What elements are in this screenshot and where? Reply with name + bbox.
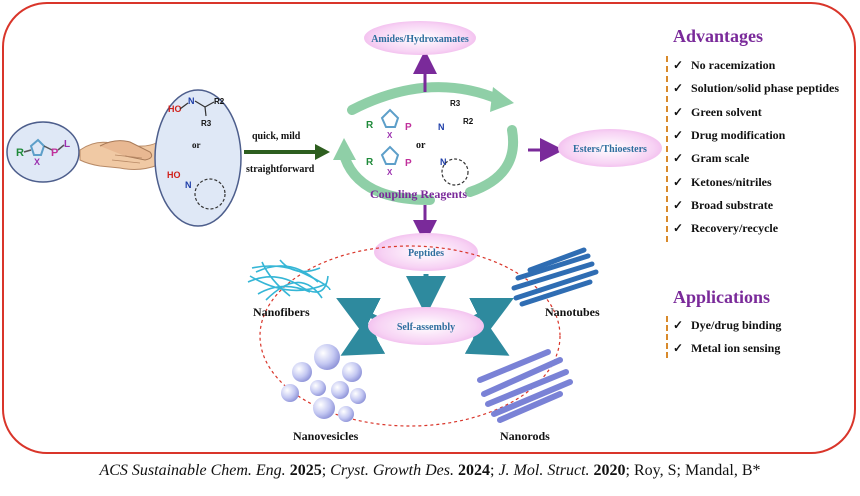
cr1-r3: R3 xyxy=(450,99,461,108)
nanofibers-label: Nanofibers xyxy=(253,305,310,319)
check-icon: ✓ xyxy=(673,81,684,96)
self-assembly-oval: Self-assembly xyxy=(368,307,484,345)
advantages-item: ✓ Green solvent xyxy=(673,101,839,124)
nanotubes-label: Nanotubes xyxy=(545,305,600,319)
r2-label: R2 xyxy=(214,97,225,106)
cr2-n: N xyxy=(440,157,447,167)
nanofibers-image xyxy=(247,259,331,301)
nanovesicles-label: Nanovesicles xyxy=(293,429,359,443)
oxime-or-label: or xyxy=(192,140,201,150)
applications-item: ✓ Metal ion sensing xyxy=(673,337,781,360)
cr1-r2: R2 xyxy=(463,117,474,126)
year-3: 2020 xyxy=(593,462,626,479)
authors: ; Roy, S; Mandal, B* xyxy=(625,462,761,479)
applications-item-label: Metal ion sensing xyxy=(691,341,781,356)
journal-1: ACS Sustainable Chem. Eng. xyxy=(99,462,286,479)
nanovesicles-image xyxy=(281,344,366,422)
advantages-item-label: Green solvent xyxy=(691,104,762,119)
check-icon: ✓ xyxy=(673,58,684,73)
advantages-bracket xyxy=(666,56,668,242)
check-icon: ✓ xyxy=(673,197,684,212)
p-label: P xyxy=(51,147,58,159)
oxime-reagent: HO N R2 R3 or HO N xyxy=(154,89,242,227)
cr1-x: X xyxy=(387,131,393,140)
citation: ACS Sustainable Chem. Eng. 2025; Cryst. … xyxy=(99,462,761,479)
arrow-to-rods xyxy=(464,318,510,356)
arrow-to-vesicles xyxy=(340,318,386,356)
self-assembly-label: Self-assembly xyxy=(397,322,455,333)
heterocycle-ring xyxy=(29,138,46,156)
advantages-item: ✓ Broad substrate xyxy=(673,194,839,217)
cr1-n: N xyxy=(438,122,445,132)
esters-label: Esters/Thioesters xyxy=(573,144,647,155)
advantages-item-label: Broad substrate xyxy=(691,197,774,212)
cr2-r: R xyxy=(366,157,374,168)
advantages-item: ✓ No racemization xyxy=(673,54,839,77)
amides-label: Amides/Hydroxamates xyxy=(371,34,469,45)
coupling-structures: R X P N R3 R2 or R X P N Coupling Reagen… xyxy=(366,99,474,201)
advantages-item-label: Gram scale xyxy=(691,151,750,166)
applications-item: ✓ Dye/drug binding xyxy=(673,314,781,337)
advantages-list: ✓ No racemization ✓ Solution/solid phase pe… xyxy=(673,54,839,240)
advantages-item: ✓ Gram scale xyxy=(673,147,839,170)
peptides-oval: Peptides xyxy=(374,233,478,271)
amides-oval: Amides/Hydroxamates xyxy=(364,21,476,55)
advantages-item: ✓ Ketones/nitriles xyxy=(673,170,839,193)
l-label: L xyxy=(64,139,70,150)
arrow-label-bottom: straightforward xyxy=(246,164,315,175)
nanotubes-image xyxy=(511,247,599,307)
applications-item-label: Dye/drug binding xyxy=(691,318,782,333)
coupling-cycle xyxy=(333,82,519,205)
cr1-p: P xyxy=(405,122,412,133)
cr2-x: X xyxy=(387,168,393,177)
r3-label: R3 xyxy=(201,119,212,128)
check-icon: ✓ xyxy=(673,221,684,236)
advantages-item-label: Ketones/nitriles xyxy=(691,174,772,189)
applications-bracket xyxy=(666,316,668,358)
check-icon: ✓ xyxy=(673,318,684,333)
cr2-p: P xyxy=(405,158,412,169)
n-label: N xyxy=(188,96,195,106)
arrow-to-tubes xyxy=(469,298,514,334)
nanorods-image xyxy=(477,349,573,423)
dashed-ring xyxy=(194,178,226,210)
cr-or: or xyxy=(416,140,426,151)
ho-label: HO xyxy=(168,104,182,114)
advantages-item-label: Solution/solid phase peptides xyxy=(691,81,840,96)
x-label: X xyxy=(34,157,40,167)
check-icon: ✓ xyxy=(673,151,684,166)
cr1-r: R xyxy=(366,120,374,131)
check-icon: ✓ xyxy=(673,174,684,189)
advantages-item: ✓ Solution/solid phase peptides xyxy=(673,77,839,100)
advantages-item: ✓ Drug modification xyxy=(673,124,839,147)
check-icon: ✓ xyxy=(673,104,684,119)
advantages-item: ✓ Recovery/recycle xyxy=(673,217,839,240)
journal-2: Cryst. Growth Des. xyxy=(330,462,454,479)
self-assembly-ring xyxy=(259,245,561,427)
advantages-item-label: Recovery/recycle xyxy=(691,221,779,236)
coupling-label: Coupling Reagents xyxy=(370,187,467,201)
peptides-label: Peptides xyxy=(408,248,444,259)
reaction-arrow: quick, mild straightforward xyxy=(244,131,330,175)
nanorods-label: Nanorods xyxy=(500,429,550,443)
advantages-item-label: Drug modification xyxy=(691,128,786,143)
year-2: 2024 xyxy=(458,462,490,479)
r-label: R xyxy=(16,147,24,159)
arrow-label-top: quick, mild xyxy=(252,131,301,142)
advantages-title: Advantages xyxy=(673,26,764,46)
check-icon: ✓ xyxy=(673,128,684,143)
esters-oval: Esters/Thioesters xyxy=(558,129,662,167)
journal-3: J. Mol. Struct. xyxy=(498,462,590,479)
applications-title: Applications xyxy=(673,287,771,307)
phosphorus-reagent: R X P L xyxy=(6,121,80,183)
ho-label-2: HO xyxy=(167,170,181,180)
arrow-to-fibers xyxy=(336,298,381,334)
advantages-item-label: No racemization xyxy=(691,58,776,73)
year-1: 2025 xyxy=(289,462,322,479)
applications-list: ✓ Dye/drug binding ✓ Metal ion sensing xyxy=(673,314,781,361)
n-label-2: N xyxy=(185,180,192,190)
check-icon: ✓ xyxy=(673,341,684,356)
